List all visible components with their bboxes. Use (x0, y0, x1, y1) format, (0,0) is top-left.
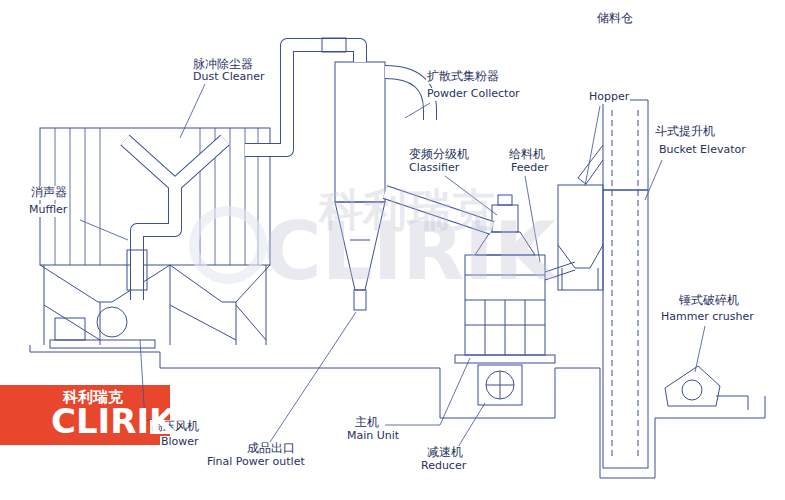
part-label: 扩散式集粉器 (426, 70, 500, 84)
part-label: 储料仓 (596, 12, 634, 26)
part-label: Final Power outlet (206, 456, 306, 469)
part-label: 减速机 (426, 446, 464, 460)
part-label: 给料机 (508, 148, 546, 162)
part-label: Classifier (408, 162, 460, 175)
part-label: 消声器 (30, 186, 68, 200)
part-label: 变频分级机 (408, 148, 470, 162)
part-label: Bucket Elevator (658, 144, 747, 157)
logo-text: CLIRIK (50, 404, 176, 438)
part-label: Main Unit (346, 430, 400, 443)
part-label: 脉冲除尘器 (192, 58, 254, 72)
part-label: Muffler (28, 204, 68, 217)
watermark-text: CLIRIK (262, 212, 557, 292)
part-label: Dust Cleaner (192, 71, 266, 84)
part-label: Feeder (510, 162, 550, 175)
part-label: 斗式提升机 (654, 125, 716, 139)
part-label: Hopper (588, 91, 630, 104)
part-label: 主机 (354, 416, 380, 430)
part-label: Reducer (420, 460, 467, 473)
logo-text: 科利瑞克 (62, 390, 124, 405)
part-label: Powder Collector (426, 88, 521, 101)
part-label: 成品出口 (246, 442, 296, 456)
part-label: Hammer crusher (660, 311, 755, 324)
part-label: 锤式破碎机 (678, 294, 740, 308)
